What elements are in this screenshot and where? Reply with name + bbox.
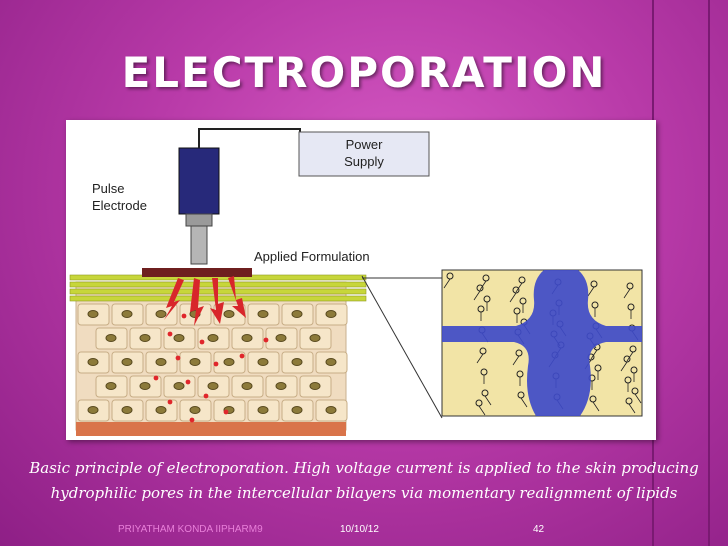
pulse-electrode-label: Pulse [92, 181, 125, 196]
cell-nucleus [291, 358, 303, 366]
drug-particle [167, 399, 173, 405]
lipid-tail [473, 290, 481, 301]
applied-formulation-pad [142, 268, 252, 277]
drug-particle [153, 375, 159, 381]
drug-particle [167, 331, 173, 337]
cell-nucleus [207, 382, 219, 390]
caption-line-2: hydrophilic pores in the intercellular b… [50, 484, 678, 502]
caption-line-1: Basic principle of electroporation. High… [29, 459, 699, 477]
cell-nucleus [155, 406, 167, 414]
drug-particle [175, 355, 181, 361]
power-supply-label-2: Supply [344, 154, 384, 169]
lipid-tail [628, 403, 636, 414]
lipid-tail [634, 393, 642, 404]
lipid-tail [509, 292, 517, 303]
drug-particles [153, 313, 269, 423]
cell-nucleus [139, 334, 151, 342]
slide-frame-line-right-2 [708, 0, 710, 546]
drug-particle [189, 417, 195, 423]
dermis-layer [76, 422, 346, 436]
lipid-tail [484, 395, 492, 406]
lipid-tail [587, 286, 595, 297]
footer-page-number: 42 [533, 524, 545, 535]
lipid-tail [620, 361, 628, 372]
power-supply-box: Power Supply [298, 131, 430, 177]
cell-nucleus [189, 358, 201, 366]
footer-author: PRIYATHAM KONDA IIPHARM9 [118, 524, 263, 535]
cell-nucleus [257, 358, 269, 366]
zoom-inset [441, 269, 643, 417]
drug-particle [213, 361, 219, 367]
cell-nucleus [309, 334, 321, 342]
lipid-tail [479, 280, 487, 291]
cell-nucleus [189, 406, 201, 414]
cell-nucleus [309, 382, 321, 390]
cell-nucleus [325, 310, 337, 318]
cell-nucleus [275, 382, 287, 390]
pulse-electrode-label-2: Electrode [92, 198, 147, 213]
lipid-tail [478, 405, 486, 416]
drug-particle [199, 339, 205, 345]
cell-nucleus [207, 334, 219, 342]
drug-particle [181, 313, 187, 319]
pulse-electrode [178, 128, 301, 265]
cell-nucleus [87, 406, 99, 414]
cell-nucleus [87, 358, 99, 366]
cell-nucleus [155, 310, 167, 318]
skin-cell-layer [75, 281, 348, 436]
cell-nucleus [257, 310, 269, 318]
cell-nucleus [223, 358, 235, 366]
cell-nucleus [105, 382, 117, 390]
cell-nucleus [325, 358, 337, 366]
lipid-tail [520, 397, 528, 408]
drug-particle [223, 409, 229, 415]
drug-particle [203, 393, 209, 399]
lipid-tail [443, 278, 451, 289]
hydrophilic-pore [442, 270, 642, 416]
lipid-tail [592, 401, 600, 412]
cell-nucleus [155, 358, 167, 366]
electroporation-diagram: Power Supply Pulse Electrode Applied For… [69, 128, 643, 436]
lipid-tail [626, 351, 634, 362]
current-arrows [164, 276, 246, 326]
cell-nucleus [241, 382, 253, 390]
cell-nucleus [173, 334, 185, 342]
lipid-tail [512, 355, 520, 366]
drug-particle [185, 379, 191, 385]
applied-formulation-label: Applied Formulation [254, 249, 370, 264]
lipid-tail [515, 282, 523, 293]
cell-nucleus [139, 382, 151, 390]
drug-particle [239, 353, 245, 359]
cell-nucleus [291, 310, 303, 318]
cell-nucleus [105, 334, 117, 342]
cell-nucleus [257, 406, 269, 414]
cell-nucleus [87, 310, 99, 318]
cell-nucleus [325, 406, 337, 414]
drug-particle [263, 337, 269, 343]
cell-nucleus [223, 310, 235, 318]
cell-nucleus [121, 406, 133, 414]
figure-caption: Basic principle of electroporation. High… [22, 456, 706, 506]
cell-nucleus [121, 358, 133, 366]
cell-nucleus [291, 406, 303, 414]
cell-nucleus [275, 334, 287, 342]
slide-title: ELECTROPORATION [121, 48, 607, 97]
cell-nucleus [121, 310, 133, 318]
power-supply-label: Power [346, 137, 384, 152]
lipid-tail [476, 353, 484, 364]
cell-nucleus [173, 382, 185, 390]
footer-date: 10/10/12 [340, 524, 379, 535]
cell-nucleus [241, 334, 253, 342]
lipid-tail [623, 288, 631, 299]
lipid-tail [590, 349, 598, 360]
electroporation-figure: Power Supply Pulse Electrode Applied For… [66, 120, 656, 440]
zoom-line [361, 275, 443, 419]
